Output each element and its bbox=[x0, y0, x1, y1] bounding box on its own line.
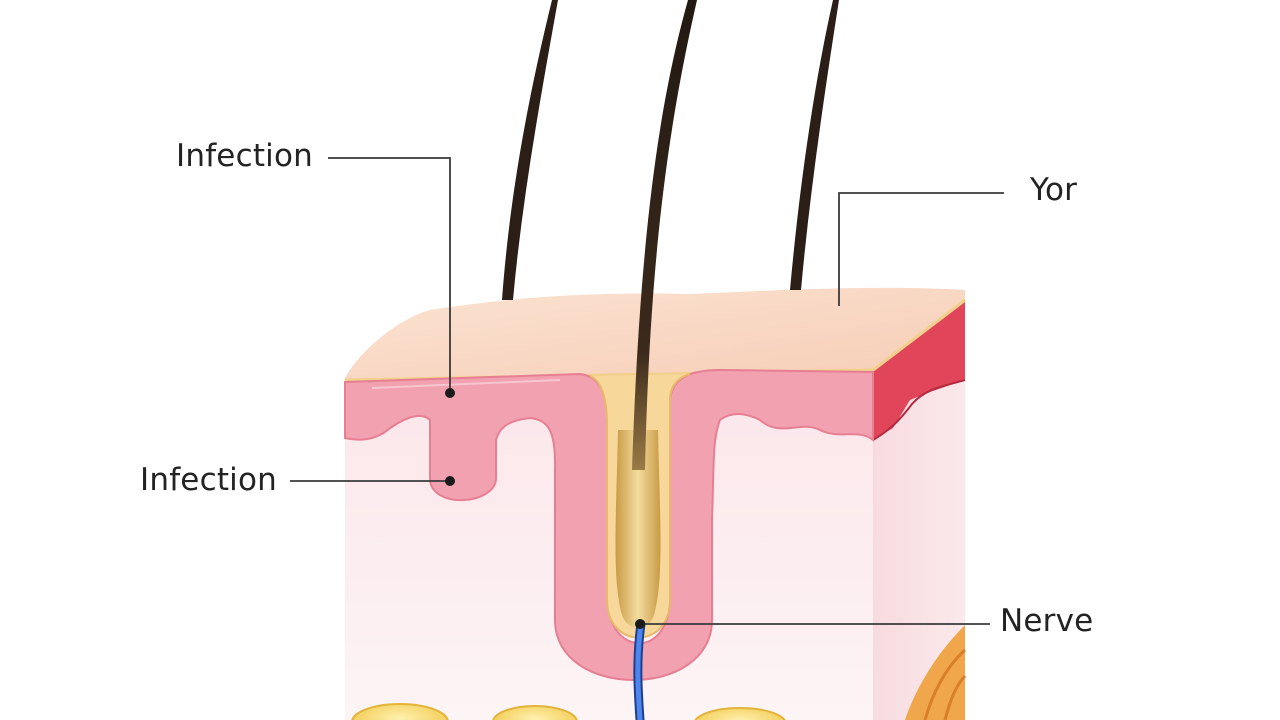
label-nerve: Nerve bbox=[1000, 603, 1094, 639]
leader-lines bbox=[290, 157, 1004, 625]
leader-infection-top bbox=[328, 157, 451, 393]
leader-top-right bbox=[838, 192, 1004, 306]
nerve-fiber bbox=[633, 619, 646, 720]
hair-follicle bbox=[615, 430, 661, 628]
block-side-face bbox=[872, 300, 967, 720]
hair-shafts bbox=[502, 0, 839, 470]
label-infection-upper: Infection bbox=[176, 138, 314, 174]
leader-dots bbox=[445, 388, 645, 629]
label-top-right: Yor bbox=[1030, 172, 1078, 208]
label-infection-lower: Infection bbox=[140, 462, 278, 498]
fat-layer bbox=[351, 703, 786, 720]
epidermis-top-surface bbox=[344, 287, 966, 382]
